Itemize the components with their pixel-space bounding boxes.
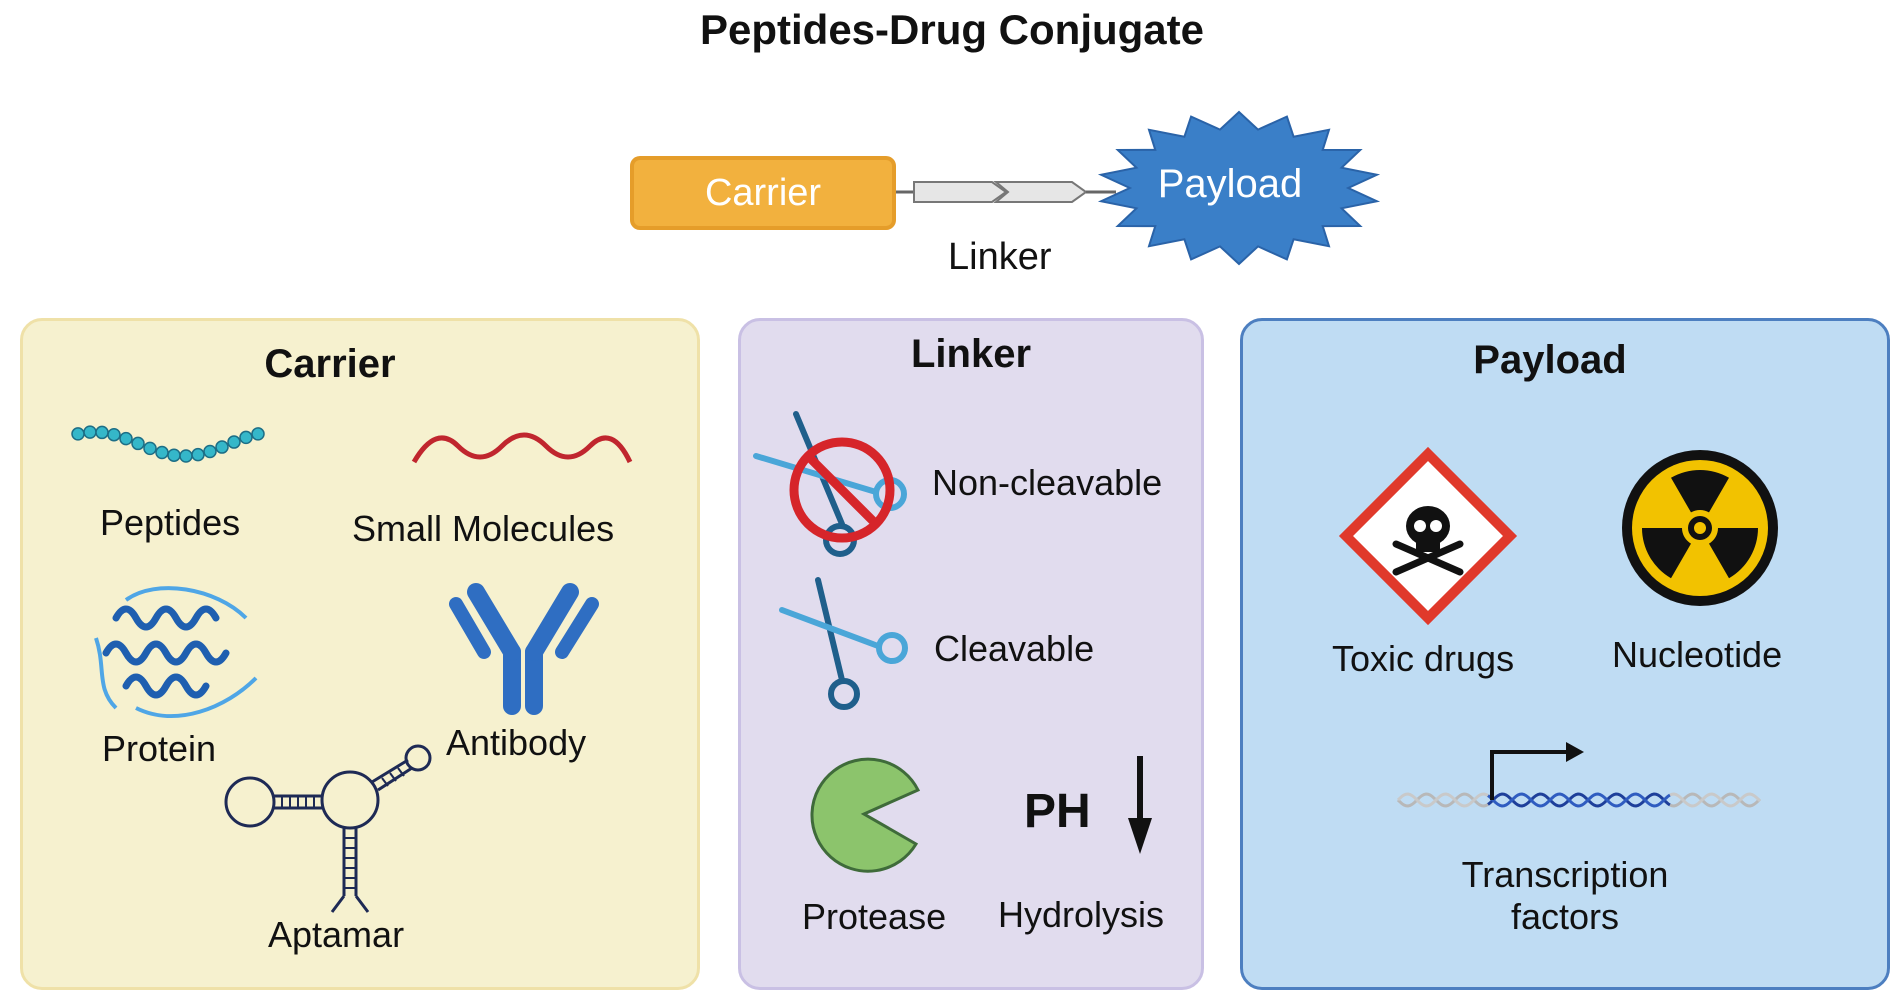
scissors-icon <box>779 577 908 710</box>
carrier-item-aptamar: Aptamar <box>268 914 405 955</box>
toxic-skull-icon <box>1338 446 1518 626</box>
aptamer-icon <box>224 744 432 913</box>
linker-item-protease: Protease <box>802 896 947 937</box>
carrier-panel-title: Carrier <box>264 342 396 386</box>
linker-chain-icon <box>896 181 1116 203</box>
no-cut-scissors-icon <box>753 411 907 557</box>
protease-pacman-icon <box>810 757 921 873</box>
payload-item-transcription: Transcription <box>1461 854 1669 895</box>
linker-item-non-cleavable: Non-cleavable <box>932 462 1163 503</box>
payload-panel-title: Payload <box>1473 338 1627 382</box>
carrier-node: Carrier <box>630 156 896 230</box>
carrier-panel <box>20 318 700 990</box>
carrier-node-label: Carrier <box>704 171 822 214</box>
linker-item-cleavable: Cleavable <box>934 628 1095 669</box>
payload-node-label: Payload <box>1157 162 1303 206</box>
payload-item-factors: factors <box>1510 896 1620 937</box>
dna-transcription-icon <box>1396 742 1762 808</box>
carrier-item-antibody: Antibody <box>446 722 587 763</box>
peptide-chain-icon <box>71 425 265 463</box>
payload-panel <box>1240 318 1890 990</box>
antibody-icon <box>449 583 599 715</box>
carrier-item-protein: Protein <box>102 728 217 769</box>
linker-item-ph: PH <box>1024 785 1091 838</box>
diagram-title: Peptides-Drug Conjugate <box>699 6 1205 53</box>
payload-item-nucleotide: Nucleotide <box>1612 634 1783 675</box>
payload-item-toxic-drugs: Toxic drugs <box>1332 638 1515 679</box>
carrier-item-small-molecules: Small Molecules <box>352 508 615 549</box>
linker-node-label: Linker <box>948 236 1052 278</box>
carrier-item-peptides: Peptides <box>100 502 241 543</box>
linker-item-hydrolysis: Hydrolysis <box>998 894 1165 935</box>
protein-helix-icon <box>94 586 258 718</box>
small-molecule-wave-icon <box>411 432 633 464</box>
down-arrow-icon <box>1128 756 1152 854</box>
radiation-icon <box>1622 450 1778 606</box>
linker-panel <box>738 318 1204 990</box>
payload-star-icon <box>1097 110 1381 266</box>
linker-panel-title: Linker <box>910 332 1032 376</box>
